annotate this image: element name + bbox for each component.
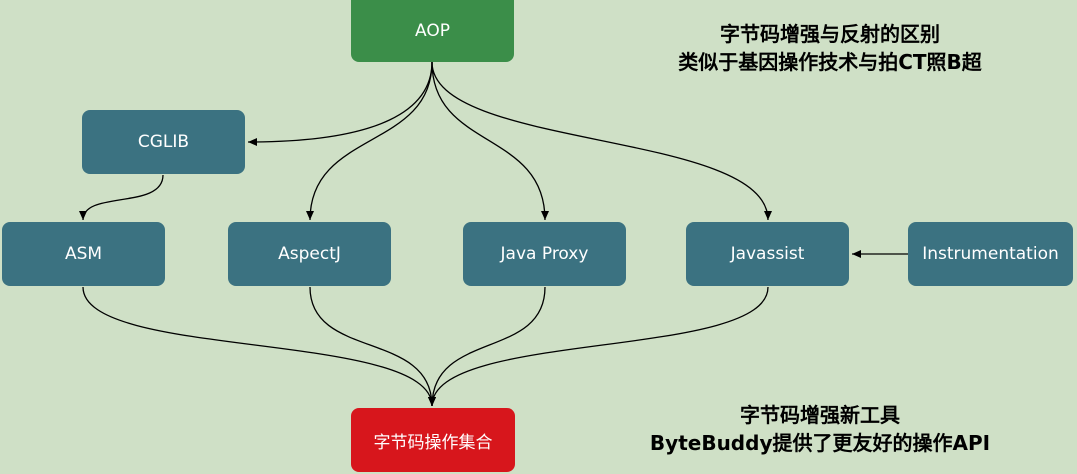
node-aop[interactable]: AOP xyxy=(351,0,514,62)
node-bytecode-set[interactable]: 字节码操作集合 xyxy=(351,408,515,472)
node-javassist-label: Javassist xyxy=(730,244,805,264)
edge-javassist-bytecode xyxy=(428,286,769,407)
note-top-line1: 字节码增强与反射的区别 xyxy=(720,22,940,46)
node-aspectj[interactable]: AspectJ xyxy=(228,222,391,286)
edge-java-proxy-bytecode xyxy=(428,286,546,407)
note-top-line2: 类似于基因操作技术与拍CT照B超 xyxy=(678,50,982,74)
node-aspectj-label: AspectJ xyxy=(278,244,341,264)
node-instrumentation-label: Instrumentation xyxy=(922,244,1059,264)
note-top: 字节码增强与反射的区别 类似于基因操作技术与拍CT照B超 xyxy=(630,20,1030,76)
node-asm-label: ASM xyxy=(64,244,103,264)
edge-aop-cglib xyxy=(247,61,433,146)
note-bottom-line1: 字节码增强新工具 xyxy=(740,403,900,427)
node-instrumentation[interactable]: Instrumentation xyxy=(908,222,1073,286)
edge-aop-javassist xyxy=(431,61,772,221)
edge-aop-java-proxy xyxy=(431,61,549,221)
node-java-proxy-label: Java Proxy xyxy=(500,244,589,264)
edge-aop-aspectj xyxy=(306,61,433,221)
edge-cglib-asm xyxy=(79,174,164,221)
node-bytecode-set-label: 字节码操作集合 xyxy=(373,432,493,453)
node-cglib[interactable]: CGLIB xyxy=(82,110,245,174)
edge-aspectj-bytecode xyxy=(309,286,436,407)
node-aop-label: AOP xyxy=(415,21,450,41)
node-cglib-label: CGLIB xyxy=(137,132,190,152)
node-javassist[interactable]: Javassist xyxy=(686,222,849,286)
edge-asm-bytecode xyxy=(82,286,436,407)
node-asm[interactable]: ASM xyxy=(2,222,165,286)
note-bottom-line2: ByteBuddy提供了更友好的操作API xyxy=(649,431,991,455)
node-java-proxy[interactable]: Java Proxy xyxy=(463,222,626,286)
note-bottom: 字节码增强新工具 ByteBuddy提供了更友好的操作API xyxy=(610,401,1030,457)
